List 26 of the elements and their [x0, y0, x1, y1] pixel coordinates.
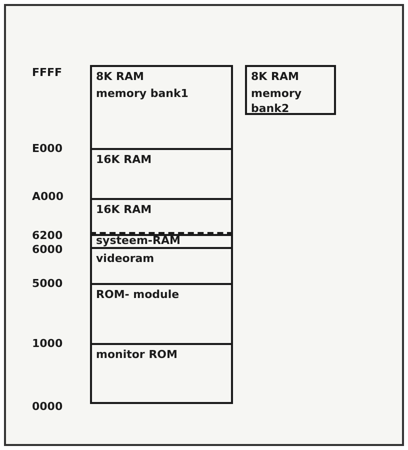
address-label: FFFF: [32, 66, 62, 79]
block-label: ROM- module: [96, 288, 180, 303]
memory-block: [90, 343, 233, 404]
block-label: memory bank1: [96, 86, 190, 102]
memory-block: [90, 232, 233, 249]
address-label: E000: [32, 142, 62, 155]
address-label: 6000: [32, 243, 63, 256]
block-label: 8K RAM: [251, 70, 300, 85]
memory-block: [90, 198, 233, 236]
address-label: 5000: [32, 277, 63, 290]
memory-block: [90, 65, 233, 150]
memory-block: [90, 247, 233, 285]
block-label: 16K RAM: [96, 153, 153, 168]
memory-block: [90, 283, 233, 345]
address-label: A000: [32, 190, 64, 203]
block-label: monitor ROM: [96, 348, 178, 363]
address-label: 6200: [32, 229, 63, 242]
block-label: 8K RAM: [96, 70, 145, 85]
address-label: 0000: [32, 400, 63, 413]
block-label: 16K RAM: [96, 203, 153, 218]
memory-block: [90, 148, 233, 200]
address-label: 1000: [32, 337, 63, 350]
block-label: videoram: [96, 252, 156, 267]
block-label: memory bank2: [251, 86, 303, 117]
block-label: systeem-RAM: [96, 235, 182, 246]
memory-block: [245, 65, 336, 115]
